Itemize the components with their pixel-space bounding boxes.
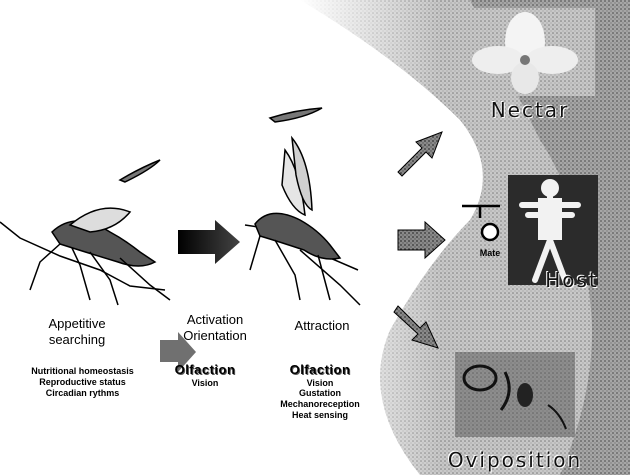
attraction-senses: Olfaction Vision Gustation Mechanorecept… — [268, 362, 372, 421]
stage-attraction-label: Attraction — [272, 318, 372, 334]
factor-circadian-rythms: Circadian rythms — [10, 388, 155, 399]
stage-arrow-1 — [178, 220, 240, 264]
factor-nutritional-homeostasis: Nutritional homeostasis — [10, 366, 155, 377]
target-host-label: Host — [532, 268, 612, 292]
mate-label: Mate — [470, 248, 510, 259]
stage-activation-line1: Activation — [160, 312, 270, 328]
oviposition-image — [455, 352, 575, 437]
attraction-sense-heat-sensing: Heat sensing — [268, 410, 372, 421]
appetitive-factors-list: Nutritional homeostasis Reproductive sta… — [10, 366, 155, 398]
activation-olfaction-title: Olfaction — [170, 362, 240, 378]
activation-senses: Olfaction Vision — [170, 362, 240, 388]
target-oviposition-label: Oviposition — [440, 448, 590, 472]
activation-sense-vision: Vision — [170, 378, 240, 389]
stage-appetitive-line1: Appetitive — [22, 316, 132, 332]
mosquito-1-image — [0, 160, 170, 305]
factor-reproductive-status: Reproductive status — [10, 377, 155, 388]
attraction-olfaction-title: Olfaction — [268, 362, 372, 378]
stage-appetitive-line2: searching — [22, 332, 132, 348]
stage-attraction-line1: Attraction — [272, 318, 372, 334]
stage-activation-line2: Orientation — [160, 328, 270, 344]
attraction-sense-mechanoreception: Mechanoreception — [268, 399, 372, 410]
stage-activation-label: Activation Orientation — [160, 312, 270, 343]
target-nectar-label: Nectar — [470, 98, 590, 122]
nectar-flower-image — [455, 8, 595, 96]
attraction-sense-gustation: Gustation — [268, 388, 372, 399]
attraction-sense-vision: Vision — [268, 378, 372, 389]
stage-appetitive-label: Appetitive searching — [22, 316, 132, 347]
